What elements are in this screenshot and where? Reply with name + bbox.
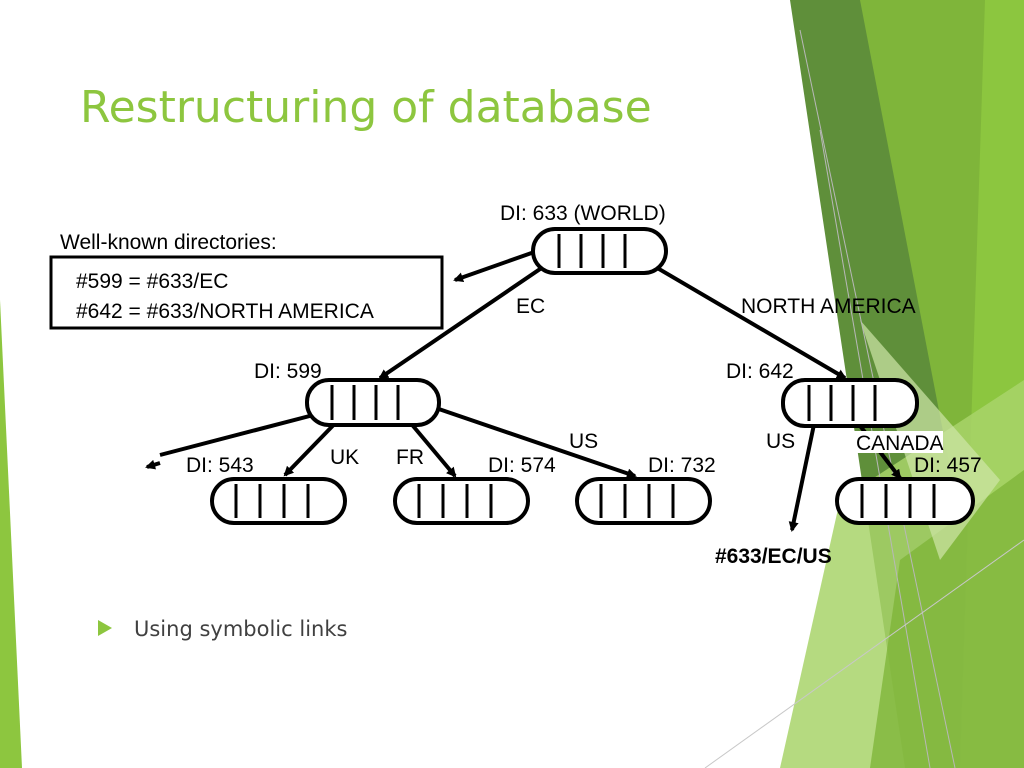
symlink-target: #633/EC/US: [715, 545, 832, 568]
edge-label-us-right: US: [766, 430, 795, 453]
edge-label-uk: UK: [330, 446, 359, 469]
slide-title: Restructuring of database: [80, 82, 652, 133]
wellknown-entry-2: #642 = #633/NORTH AMERICA: [76, 300, 374, 323]
node-label-599: DI: 599: [254, 360, 322, 383]
wellknown-box: [49, 255, 444, 330]
node-label-732: DI: 732: [648, 454, 716, 477]
bullet-arrow-icon: [98, 620, 112, 636]
node-457: [835, 477, 975, 525]
node-642: [781, 378, 919, 428]
edge-ec: [378, 248, 570, 380]
node-732: [575, 477, 712, 525]
edge-label-us-left: US: [569, 430, 598, 453]
edge-north-america: [628, 250, 847, 380]
edge-label-north-america: NORTH AMERICA: [741, 295, 916, 318]
node-label-457: DI: 457: [914, 454, 982, 477]
edge-599-left-stub: [145, 459, 161, 470]
edge-label-fr: FR: [396, 446, 424, 469]
node-633: [531, 227, 668, 275]
wellknown-header: Well-known directories:: [60, 231, 277, 254]
canada-label-bg: [853, 431, 943, 453]
edges: [145, 248, 902, 532]
edge-599-left: [159, 410, 326, 457]
edge-world-to-wellknown: [453, 248, 541, 283]
edge-us-left: [429, 404, 637, 479]
node-label-642: DI: 642: [726, 360, 794, 383]
node-label-574: DI: 574: [488, 454, 556, 477]
node-543: [210, 477, 347, 525]
edge-us-right: [788, 409, 819, 532]
edge-label-canada: CANADA: [856, 432, 944, 455]
edge-label-ec: EC: [516, 295, 545, 318]
node-label-world: DI: 633 (WORLD): [500, 202, 666, 225]
node-label-543: DI: 543: [186, 454, 254, 477]
wellknown-entry-1: #599 = #633/EC: [76, 270, 228, 293]
bullet-text: Using symbolic links: [134, 617, 347, 641]
node-574: [393, 477, 530, 525]
node-599: [305, 378, 441, 427]
